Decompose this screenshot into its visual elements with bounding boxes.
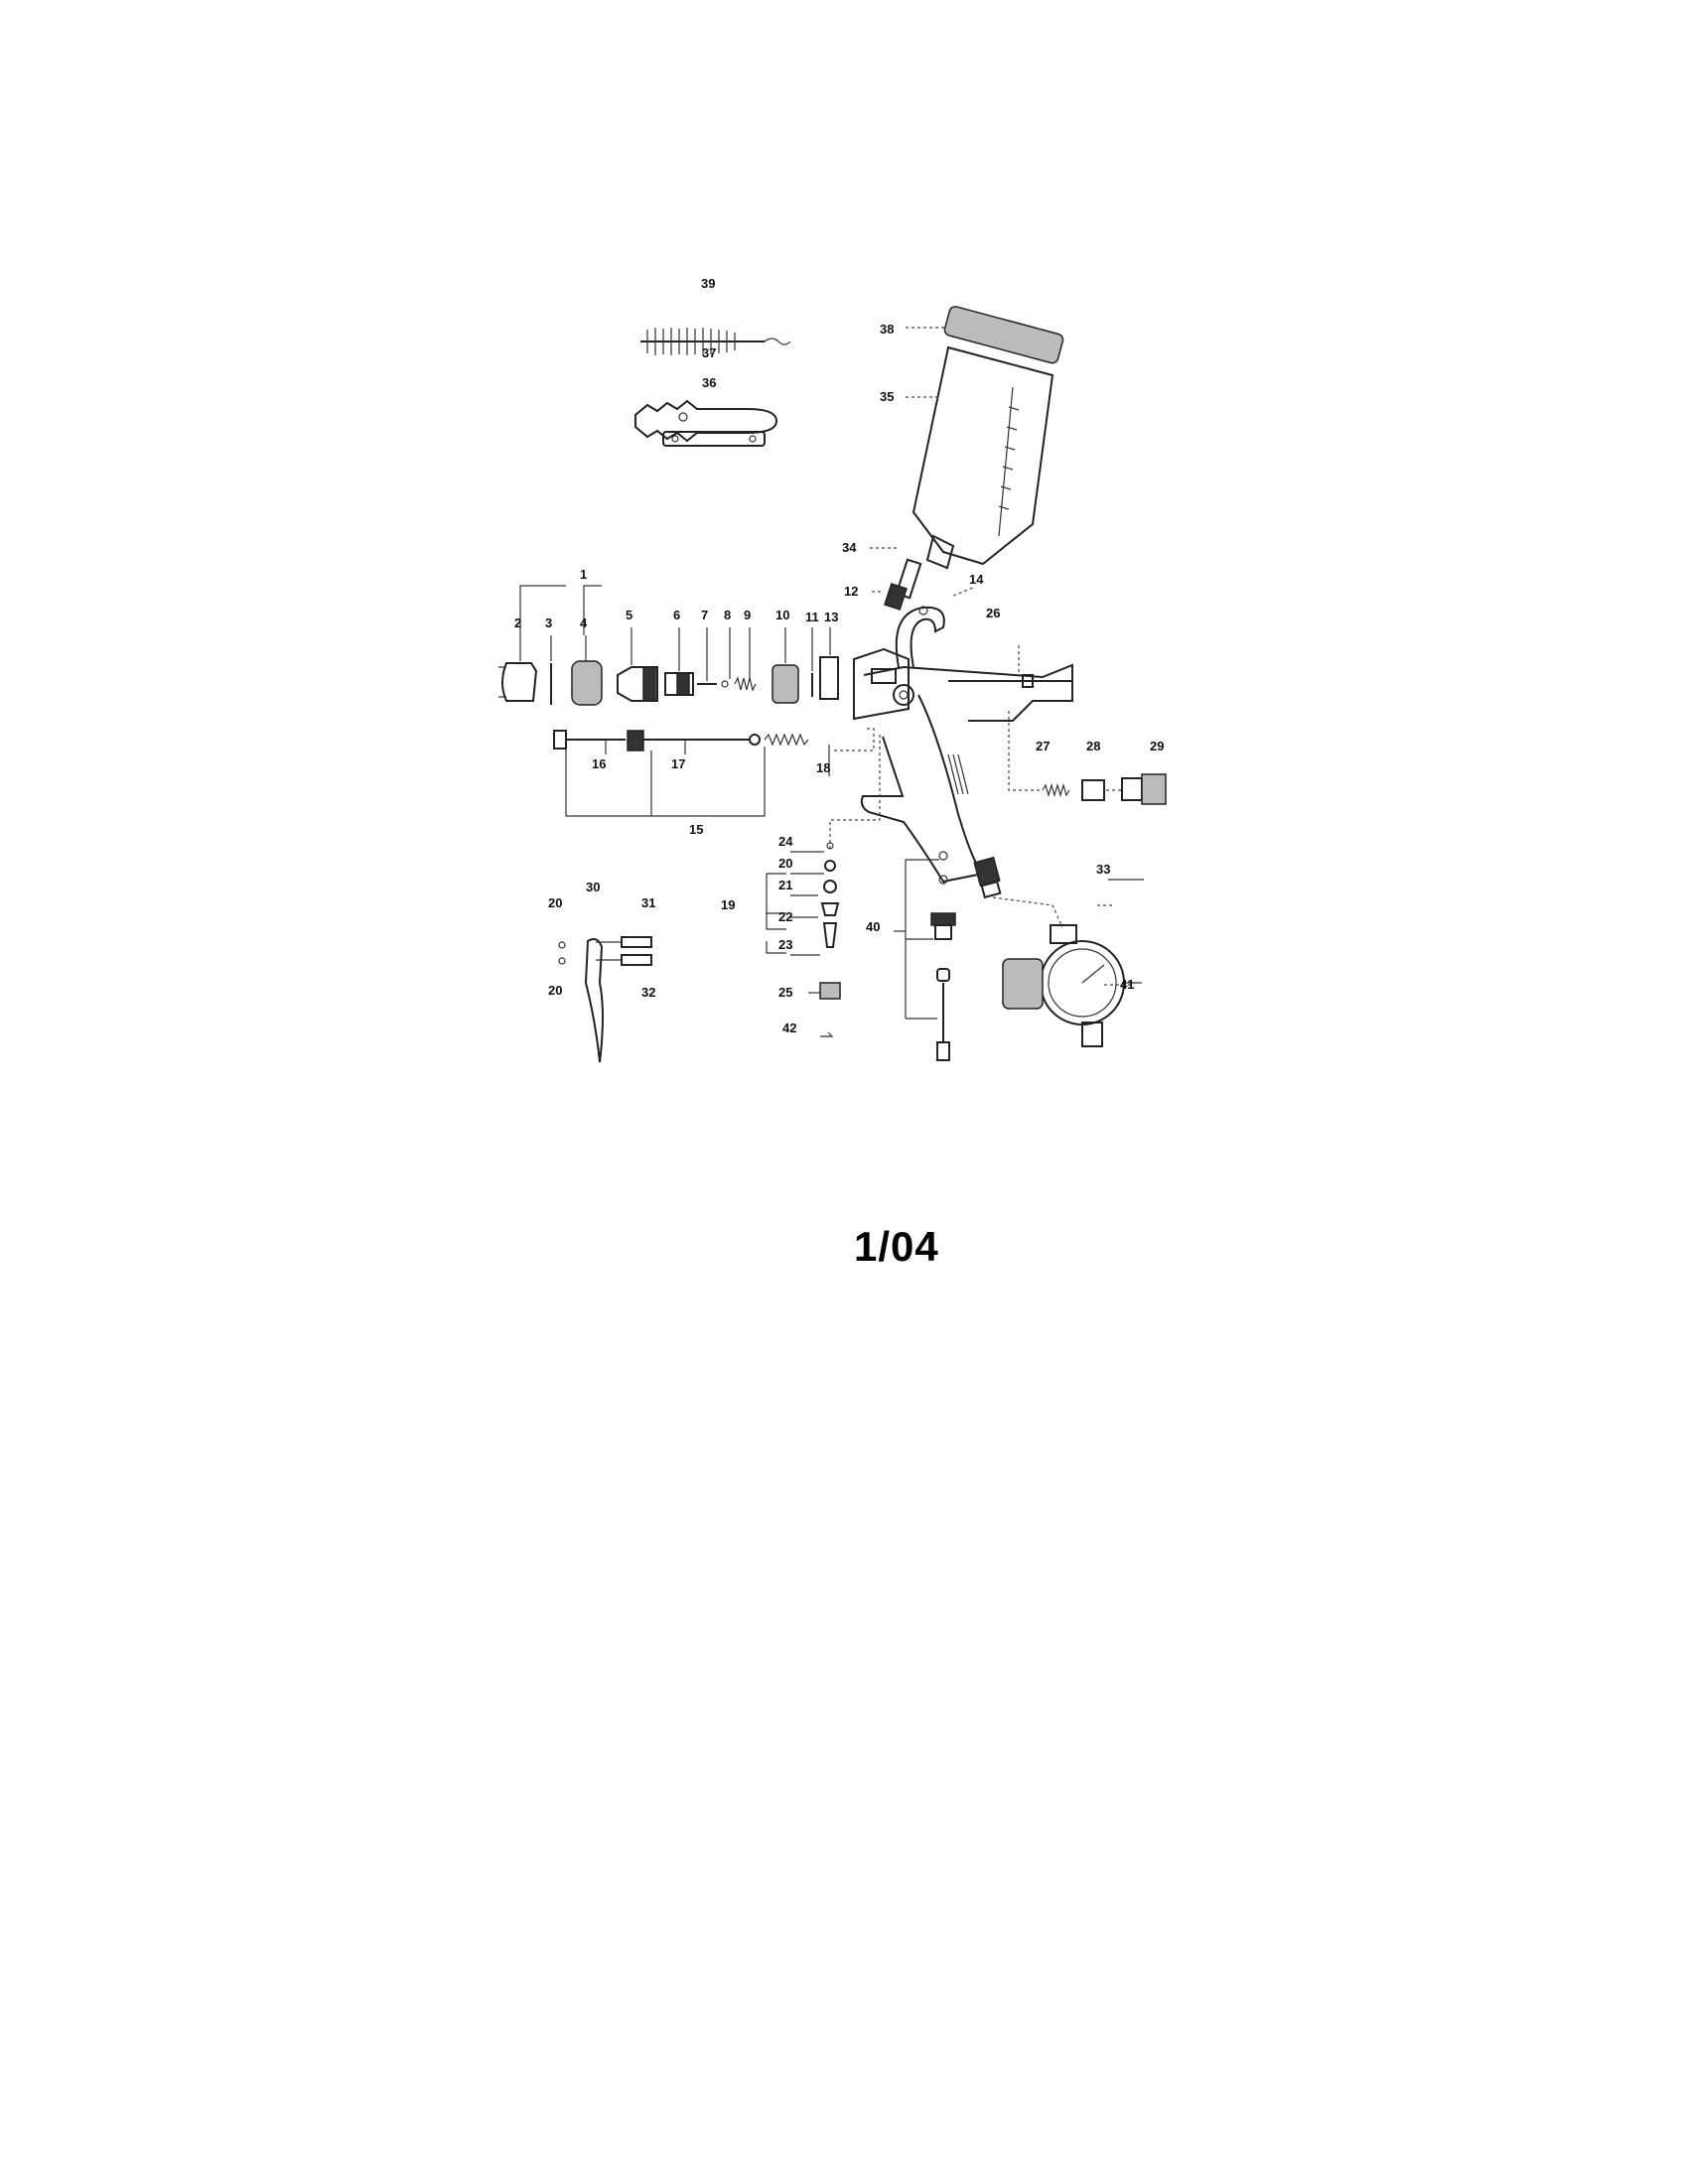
label-35: 35 [880, 389, 894, 404]
air-cap [498, 662, 538, 702]
valve-assembly [819, 842, 841, 1037]
trigger [558, 936, 652, 1063]
label-40: 40 [866, 919, 880, 934]
label-31: 31 [641, 895, 655, 910]
label-39: 39 [701, 276, 715, 291]
label-32: 32 [641, 985, 655, 1000]
label-33: 33 [1096, 862, 1110, 877]
label-26: 26 [986, 606, 1000, 620]
label-10: 10 [775, 608, 789, 622]
label-16: 16 [592, 756, 606, 771]
spreader-valve [664, 672, 694, 696]
cleaning-brush [640, 328, 791, 355]
label-28: 28 [1086, 739, 1100, 753]
label-25: 25 [778, 985, 792, 1000]
retaining-ring [571, 660, 603, 706]
bushing [1081, 779, 1105, 801]
label-20a: 20 [778, 856, 792, 871]
label-4: 4 [580, 615, 588, 630]
label-9: 9 [744, 608, 751, 622]
gasket [819, 656, 839, 700]
label-42: 42 [782, 1021, 796, 1035]
label-7: 7 [701, 608, 708, 622]
label-30: 30 [586, 880, 600, 894]
adjustment-knob [1121, 773, 1167, 805]
multi-wrench [634, 399, 778, 443]
label-3: 3 [545, 615, 552, 630]
label-38: 38 [880, 322, 894, 337]
label-6: 6 [673, 608, 680, 622]
washer [721, 680, 729, 688]
cup-fitting [884, 583, 908, 611]
label-20c: 20 [548, 983, 562, 998]
label-24: 24 [778, 834, 793, 849]
spray-gun-body [853, 606, 1073, 884]
callout-labels: 39 38 36 35 37 34 12 14 1 2 3 4 5 6 7 8 … [514, 276, 1164, 1035]
label-34: 34 [842, 540, 857, 555]
label-5: 5 [626, 608, 632, 622]
label-37: 37 [702, 345, 716, 360]
label-29: 29 [1150, 739, 1164, 753]
fluid-nozzle [617, 666, 658, 702]
cleaning-kit [930, 851, 956, 1061]
label-23: 23 [778, 937, 792, 952]
label-17: 17 [671, 756, 685, 771]
label-12: 12 [844, 584, 858, 599]
label-36: 36 [702, 375, 716, 390]
label-11: 11 [805, 610, 819, 624]
paint-cup [912, 306, 1064, 570]
label-18: 18 [816, 760, 830, 775]
label-14: 14 [969, 572, 984, 587]
leader-lines [519, 327, 1144, 1020]
label-27: 27 [1036, 739, 1050, 753]
air-inlet-fitting [973, 856, 1002, 899]
label-19: 19 [721, 897, 735, 912]
label-15: 15 [689, 822, 703, 837]
label-21: 21 [778, 878, 792, 892]
spring [734, 676, 757, 692]
label-20b: 20 [548, 895, 562, 910]
label-41: 41 [1120, 977, 1134, 992]
revision-date: 1/04 [854, 1223, 939, 1270]
return-spring [1042, 782, 1070, 798]
air-regulator [1002, 924, 1125, 1047]
needle-assembly [553, 730, 809, 751]
label-1: 1 [580, 567, 587, 582]
label-8: 8 [724, 608, 731, 622]
control-knob [772, 664, 799, 704]
label-22: 22 [778, 909, 792, 924]
rear-valve-stem [948, 674, 1072, 688]
label-13: 13 [824, 610, 838, 624]
label-2: 2 [514, 615, 521, 630]
